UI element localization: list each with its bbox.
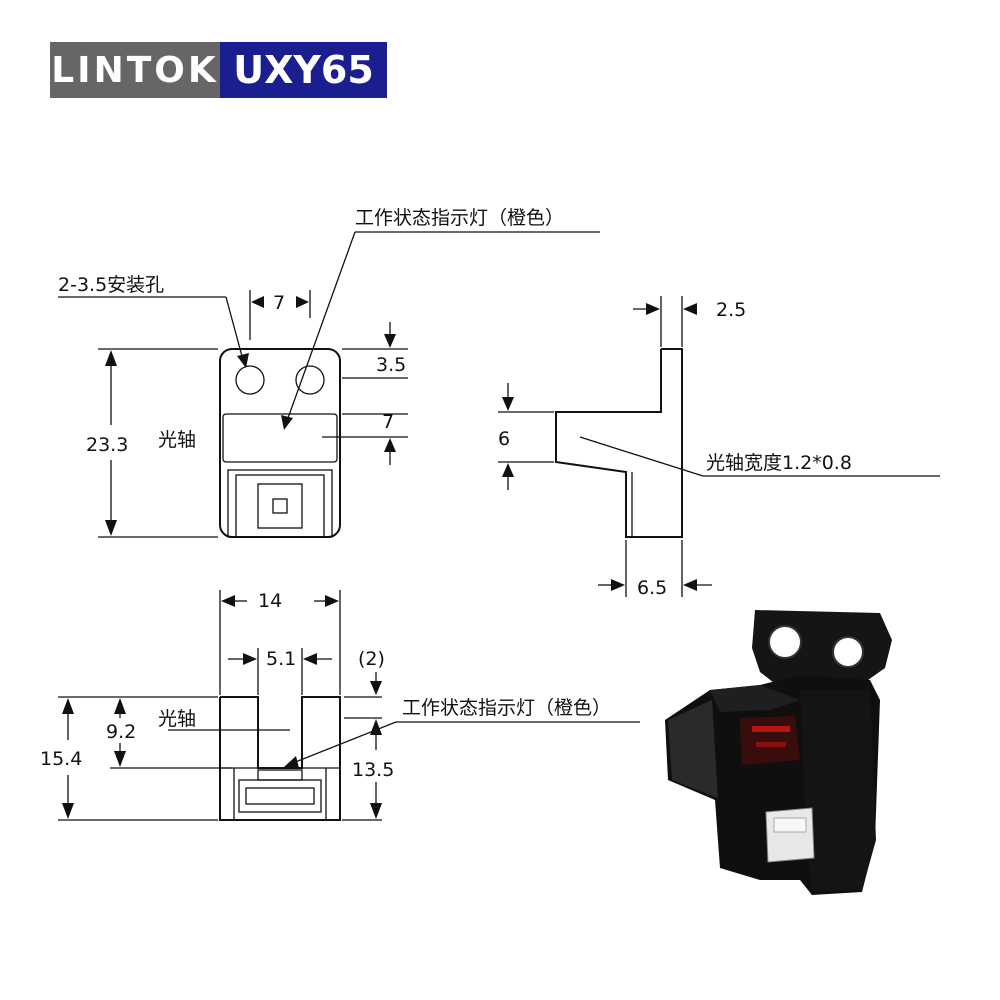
dim-hole-pitch: 7 <box>273 292 285 314</box>
dim-thickness: 2.5 <box>716 299 746 321</box>
bottom-view: 14 5.1 (2) 工作状态指示灯（橙色） 光轴 15.4 <box>40 590 640 821</box>
model-badge: UXY65 <box>220 42 387 98</box>
bottom-indicator <box>257 769 303 781</box>
axis-width-label: 光轴宽度1.2*0.8 <box>706 452 852 474</box>
dim-bottom-width: 14 <box>258 590 282 612</box>
dim-hole-offset: 3.5 <box>376 354 406 376</box>
bottom-optical-axis-label: 光轴 <box>158 708 196 730</box>
mount-hole-right <box>295 365 325 395</box>
front-body <box>219 348 341 538</box>
front-window <box>257 483 303 529</box>
front-axis-band <box>222 413 338 463</box>
front-view: 23.3 光轴 2-3.5安装孔 7 工作状态指示灯（橙色） 3.5 7 <box>58 207 600 538</box>
dim-axis-band: 7 <box>382 411 394 433</box>
dim-inner-height: 13.5 <box>352 759 394 781</box>
dim-axis-height: 9.2 <box>106 721 136 743</box>
brand-logo: LINTOK <box>50 42 220 98</box>
mount-hole-label: 2-3.5安装孔 <box>58 274 164 296</box>
side-view: 2.5 6 光轴宽度1.2*0.8 6.5 <box>498 296 940 599</box>
dim-total-height: 15.4 <box>40 748 82 770</box>
bottom-indicator-label: 工作状态指示灯（橙色） <box>402 697 611 719</box>
dim-depth: 6.5 <box>637 577 667 599</box>
bottom-body <box>219 696 341 821</box>
mount-hole-left <box>235 365 265 395</box>
front-inner-frame <box>235 474 325 538</box>
side-profile <box>555 348 683 538</box>
sensor-product-photo <box>665 610 892 895</box>
bottom-connector-inner <box>245 787 315 805</box>
dim-slot: 6 <box>498 428 510 450</box>
front-window-center <box>272 498 288 514</box>
front-optical-axis-label: 光轴 <box>158 429 196 451</box>
front-indicator-label: 工作状态指示灯（橙色） <box>355 207 564 229</box>
dim-slot-width: 5.1 <box>266 648 296 670</box>
dim-front-height: 23.3 <box>86 434 128 456</box>
dim-top-gap: (2) <box>358 648 385 670</box>
